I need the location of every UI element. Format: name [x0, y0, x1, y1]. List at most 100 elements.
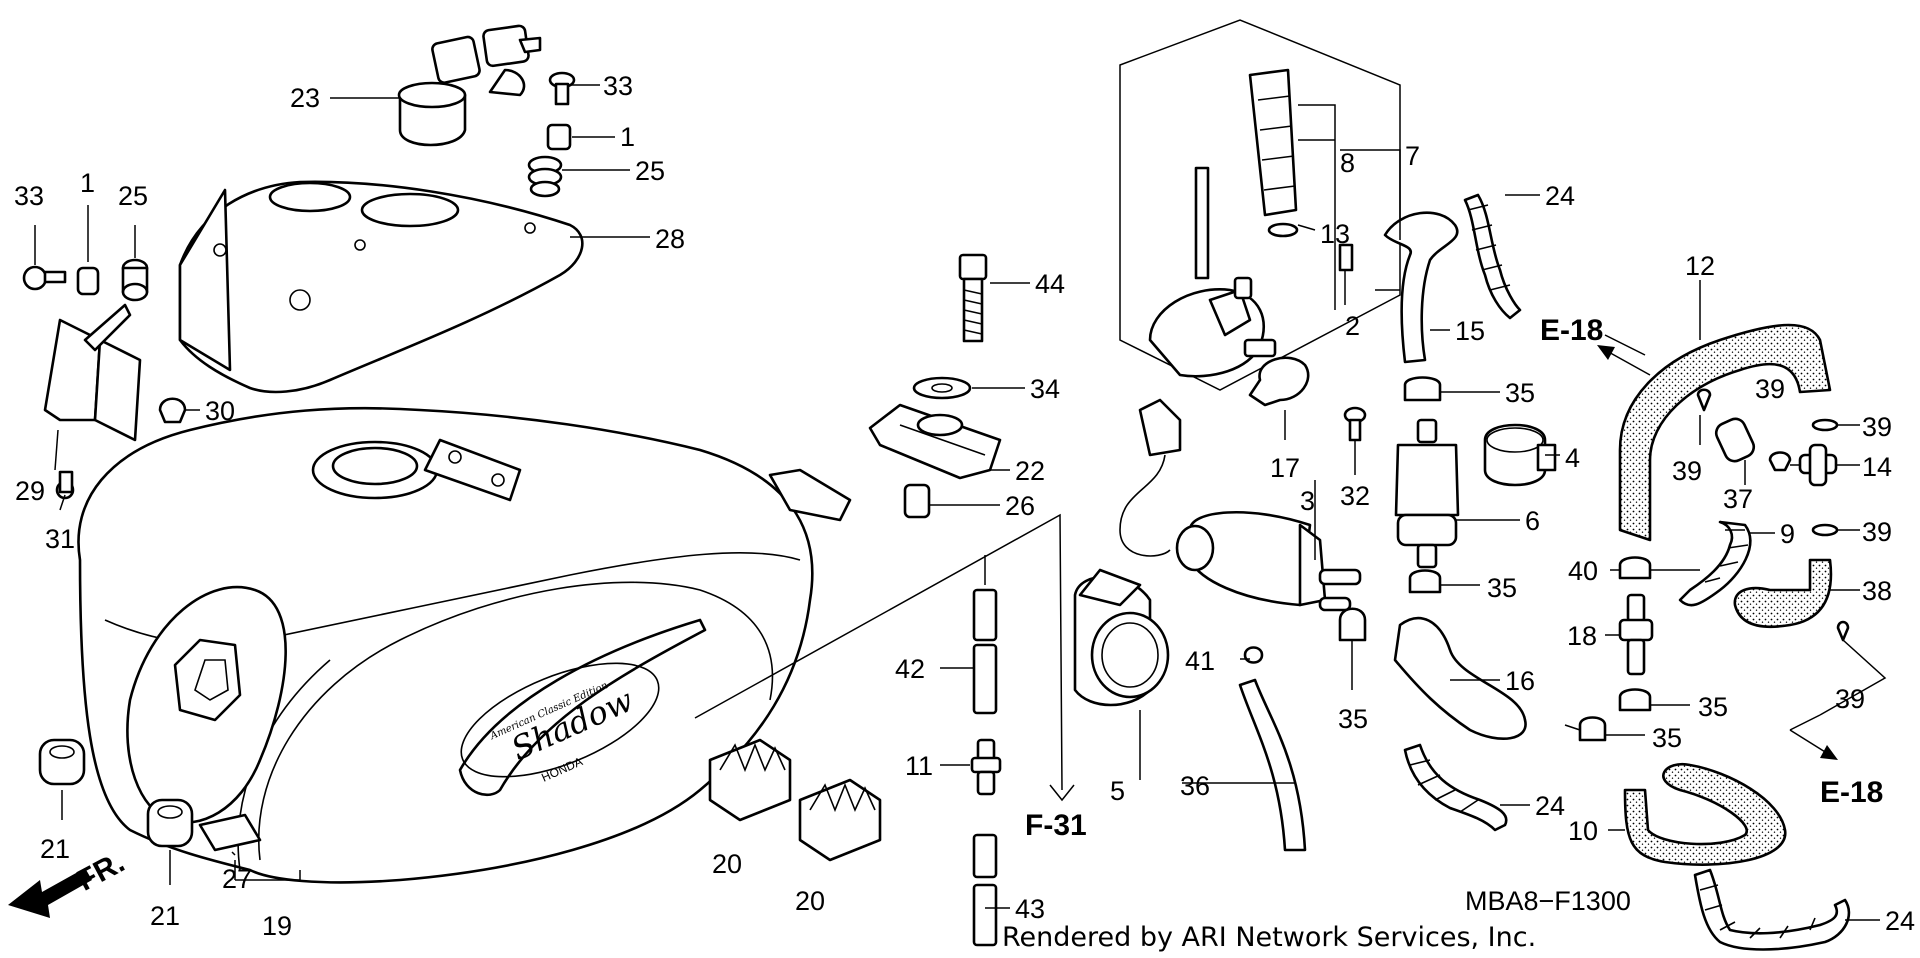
ref-f31: F-31: [1025, 809, 1087, 842]
spring-24-mid: [1403, 743, 1508, 832]
callout-39-d: 39: [1862, 517, 1892, 547]
spring-9: [1678, 520, 1752, 607]
clip-35-c: [1618, 688, 1652, 712]
washer-34: [912, 376, 972, 400]
callout-11: 11: [905, 751, 933, 781]
callout-36: 36: [1180, 771, 1210, 801]
hose-36: [1238, 678, 1307, 852]
callout-15: 15: [1455, 316, 1485, 346]
tank-cover: [178, 180, 584, 394]
leader-lines: [34, 84, 1887, 921]
callout-39-a: 39: [1755, 374, 1785, 404]
grommet-25-left: [121, 258, 149, 302]
callout-41: 41: [1185, 646, 1215, 676]
clip-2: [1338, 243, 1354, 272]
bracket-22: [868, 403, 1002, 480]
callout-22: 22: [1015, 456, 1045, 486]
callout-26: 26: [1005, 491, 1035, 521]
clip-35-d: [1578, 716, 1607, 742]
damper-20-a: [708, 738, 792, 822]
callout-20-b: 20: [795, 886, 825, 916]
clip-39-b: [1768, 451, 1792, 472]
ref-e18-top: E-18: [1540, 314, 1603, 347]
cushion-21-a: [38, 738, 86, 786]
callout-35-b: 35: [1487, 573, 1517, 603]
callout-40: 40: [1568, 556, 1598, 586]
callout-39-c: 39: [1862, 412, 1892, 442]
collar-1-upper: [546, 123, 572, 151]
clip-40: [1618, 556, 1652, 580]
hose-10: [1623, 762, 1787, 866]
cushion-21-b: [146, 798, 194, 848]
callout-labels: 23 33 1 25 28 33 1 25 30 29 31 21 21 27 …: [14, 71, 1915, 953]
t-joint-14: [1798, 443, 1838, 487]
bolt-31: [55, 470, 75, 500]
callout-16: 16: [1505, 666, 1535, 696]
callout-32: 32: [1340, 481, 1370, 511]
clip-39-e: [1836, 620, 1850, 642]
arrow-e18-top: [1597, 345, 1651, 376]
bolt-44: [958, 253, 988, 343]
damper-20-b: [798, 778, 882, 862]
callout-21-left: 21: [40, 834, 70, 864]
hose-15: [1383, 211, 1459, 364]
callout-24-bottom: 24: [1885, 906, 1915, 936]
callout-25-upper: 25: [635, 156, 665, 186]
callout-29: 29: [15, 476, 45, 506]
collar-1-left: [76, 266, 100, 296]
callout-30: 30: [205, 396, 235, 426]
callout-33-left: 33: [14, 181, 44, 211]
callout-21-bottom: 21: [150, 901, 180, 931]
arrow-e18-bottom: [1789, 729, 1838, 760]
hose-42-lower: [972, 643, 998, 715]
callout-35-d: 35: [1652, 723, 1682, 753]
callout-17: 17: [1270, 453, 1300, 483]
pump-holder-5: [1073, 568, 1170, 707]
callout-31: 31: [45, 524, 75, 554]
fuel-tank: Shadow American Classic Edition HONDA: [77, 406, 852, 884]
bracket-29: [43, 303, 142, 442]
callout-7: 7: [1405, 141, 1420, 171]
callout-3: 3: [1300, 486, 1315, 516]
hose-43-lower: [972, 883, 998, 947]
collar-26: [903, 483, 931, 519]
callout-23: 23: [290, 83, 320, 113]
hose-38: [1733, 558, 1833, 629]
callout-1-upper: 1: [620, 122, 635, 152]
callout-28: 28: [655, 224, 685, 254]
ref-front: FR.: [72, 846, 130, 898]
callout-8: 8: [1340, 148, 1355, 178]
callout-38: 38: [1862, 576, 1892, 606]
callout-1-left: 1: [80, 168, 95, 198]
callout-34: 34: [1030, 374, 1060, 404]
callout-4: 4: [1565, 443, 1580, 473]
callout-12: 12: [1685, 251, 1715, 281]
callout-44: 44: [1035, 269, 1065, 299]
clip-35-b: [1408, 569, 1442, 594]
hose-12: [1618, 323, 1832, 542]
callout-43: 43: [1015, 894, 1045, 924]
callout-18: 18: [1567, 621, 1597, 651]
grommet-25-upper: [527, 155, 563, 198]
fuel-valve-group: [1119, 19, 1401, 391]
cushion-30: [158, 397, 187, 424]
bolt-33-left: [22, 265, 67, 291]
fuel-filter-6: [1394, 418, 1460, 569]
clip-41: [1243, 646, 1264, 664]
spring-24-top: [1463, 193, 1522, 320]
callout-9: 9: [1780, 519, 1795, 549]
callout-2: 2: [1345, 311, 1360, 341]
callout-24-mid: 24: [1535, 791, 1565, 821]
callout-33-upper: 33: [603, 71, 633, 101]
hose-42-upper: [972, 588, 998, 642]
clip-17: [1248, 356, 1310, 407]
callout-24-top: 24: [1545, 181, 1575, 211]
callout-20-a: 20: [712, 849, 742, 879]
callout-5: 5: [1110, 776, 1125, 806]
clip-39-a: [1696, 388, 1712, 412]
callout-10: 10: [1568, 816, 1598, 846]
clip-39-c: [1811, 418, 1839, 432]
joint-37: [1714, 417, 1756, 463]
